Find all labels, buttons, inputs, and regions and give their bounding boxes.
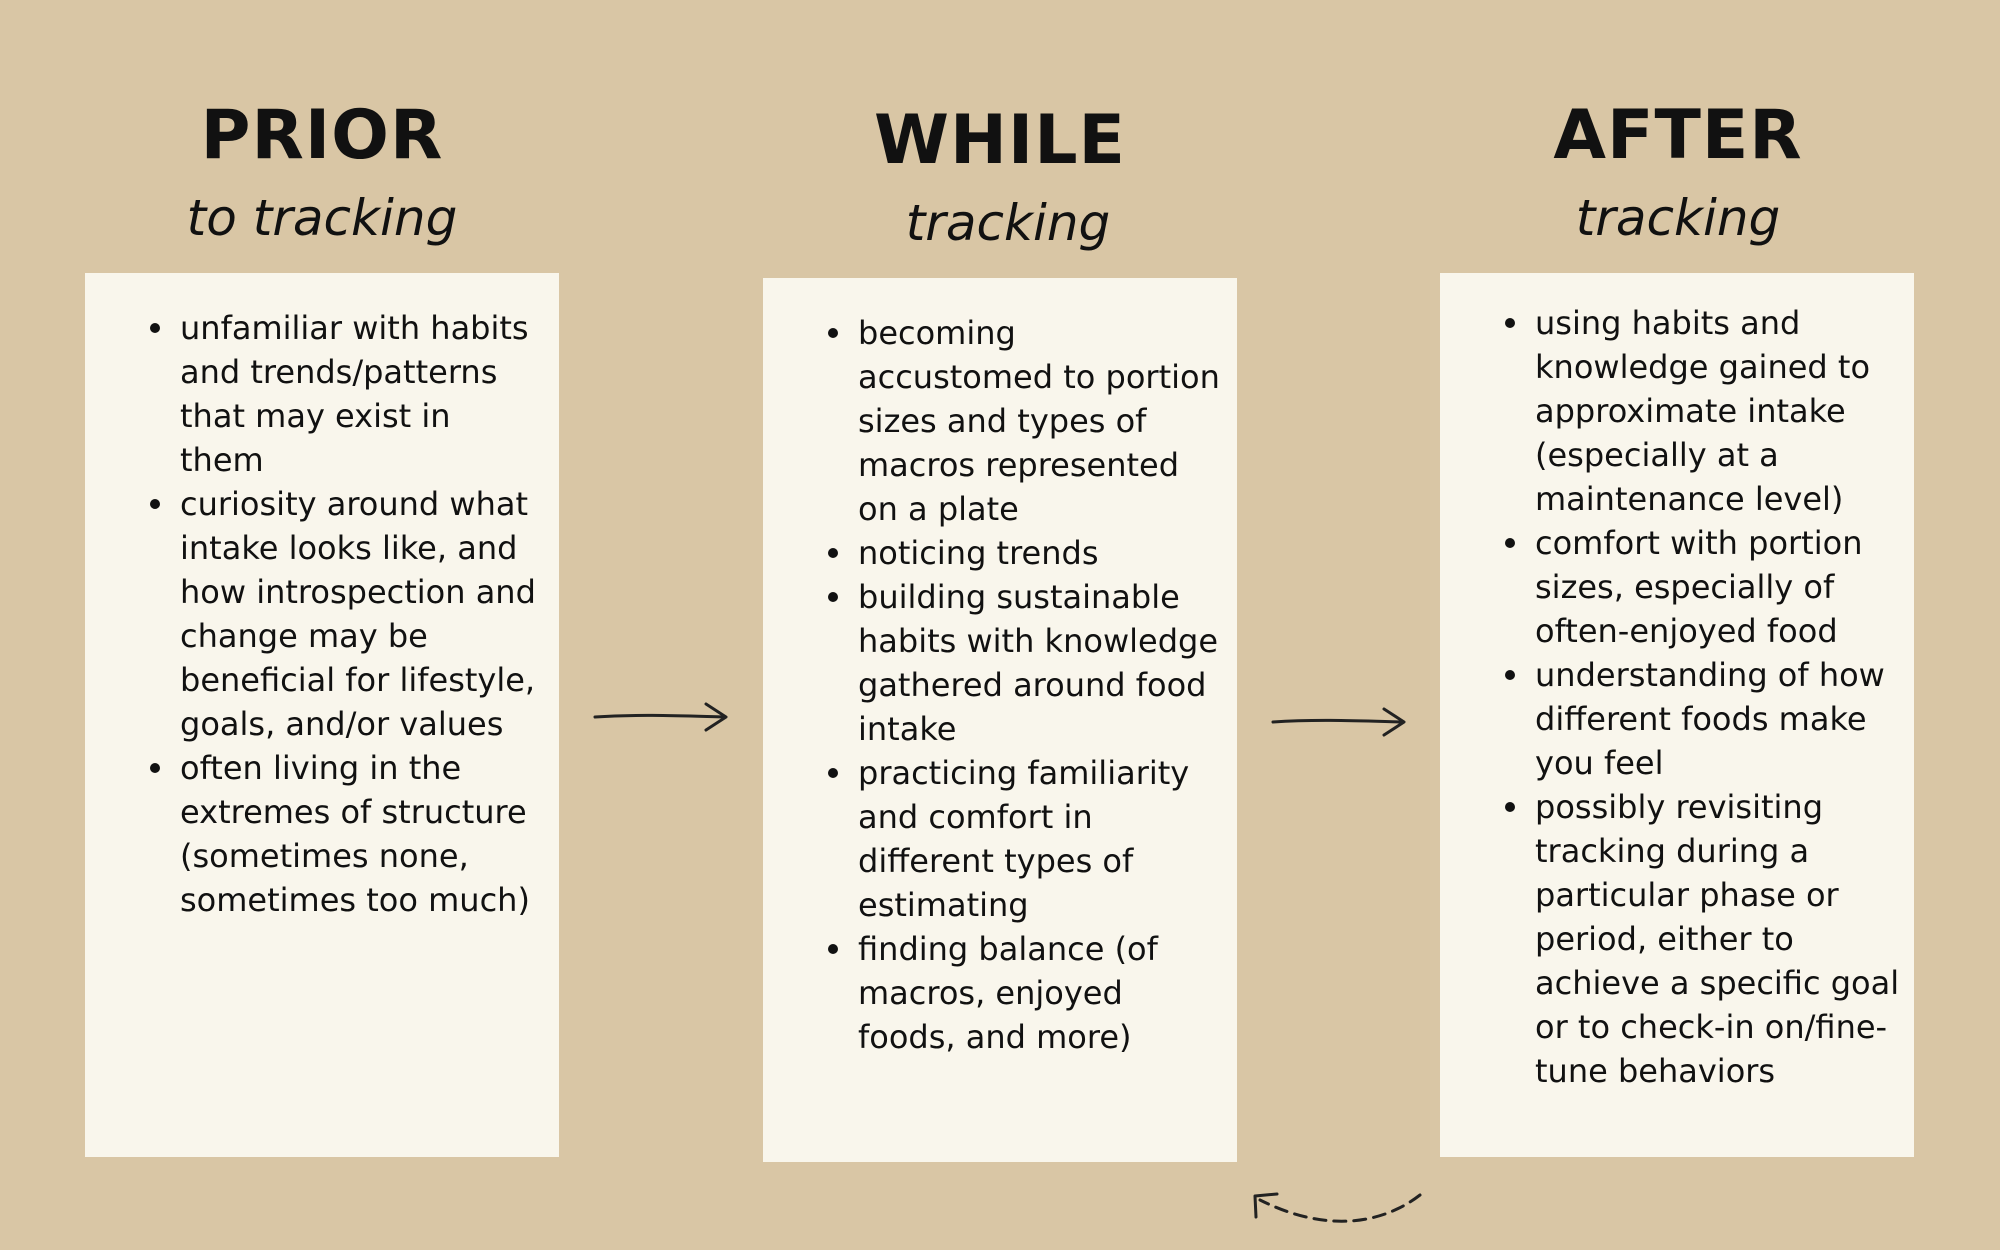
card-while: becoming accustomed to portion sizes and… — [763, 278, 1237, 1162]
list-item: practicing familiarity and comfort in di… — [827, 751, 1221, 927]
column-subtitle-after: tracking — [1575, 189, 1781, 247]
list-item: comfort with portion sizes, especially o… — [1504, 521, 1904, 653]
list-item: unfamiliar with habits and trends/patter… — [149, 306, 539, 482]
arrow-prior-to-while — [593, 702, 728, 732]
list-prior: unfamiliar with habits and trends/patter… — [149, 306, 539, 922]
list-item: finding balance (of macros, enjoyed food… — [827, 927, 1221, 1059]
column-subtitle-while: tracking — [905, 194, 1111, 252]
list-item: understanding of how different foods mak… — [1504, 653, 1904, 785]
list-item: often living in the extremes of structur… — [149, 746, 539, 922]
list-item: curiosity around what intake looks like,… — [149, 482, 539, 746]
list-after: using habits and knowledge gained to app… — [1504, 301, 1904, 1093]
column-title-prior: PRIOR — [200, 96, 444, 175]
card-after: using habits and knowledge gained to app… — [1440, 273, 1914, 1157]
arrow-loop-after-to-while — [1253, 1192, 1422, 1223]
list-item: using habits and knowledge gained to app… — [1504, 301, 1904, 521]
list-item: becoming accustomed to portion sizes and… — [827, 311, 1221, 531]
list-item: possibly revisiting tracking during a pa… — [1504, 785, 1904, 1093]
column-title-while: WHILE — [874, 101, 1126, 180]
arrow-while-to-after — [1271, 707, 1406, 737]
list-while: becoming accustomed to portion sizes and… — [827, 311, 1221, 1059]
column-subtitle-prior: to tracking — [186, 189, 458, 247]
card-prior: unfamiliar with habits and trends/patter… — [85, 273, 559, 1157]
list-item: building sustainable habits with knowled… — [827, 575, 1221, 751]
list-item: noticing trends — [827, 531, 1221, 575]
column-title-after: AFTER — [1553, 96, 1803, 175]
